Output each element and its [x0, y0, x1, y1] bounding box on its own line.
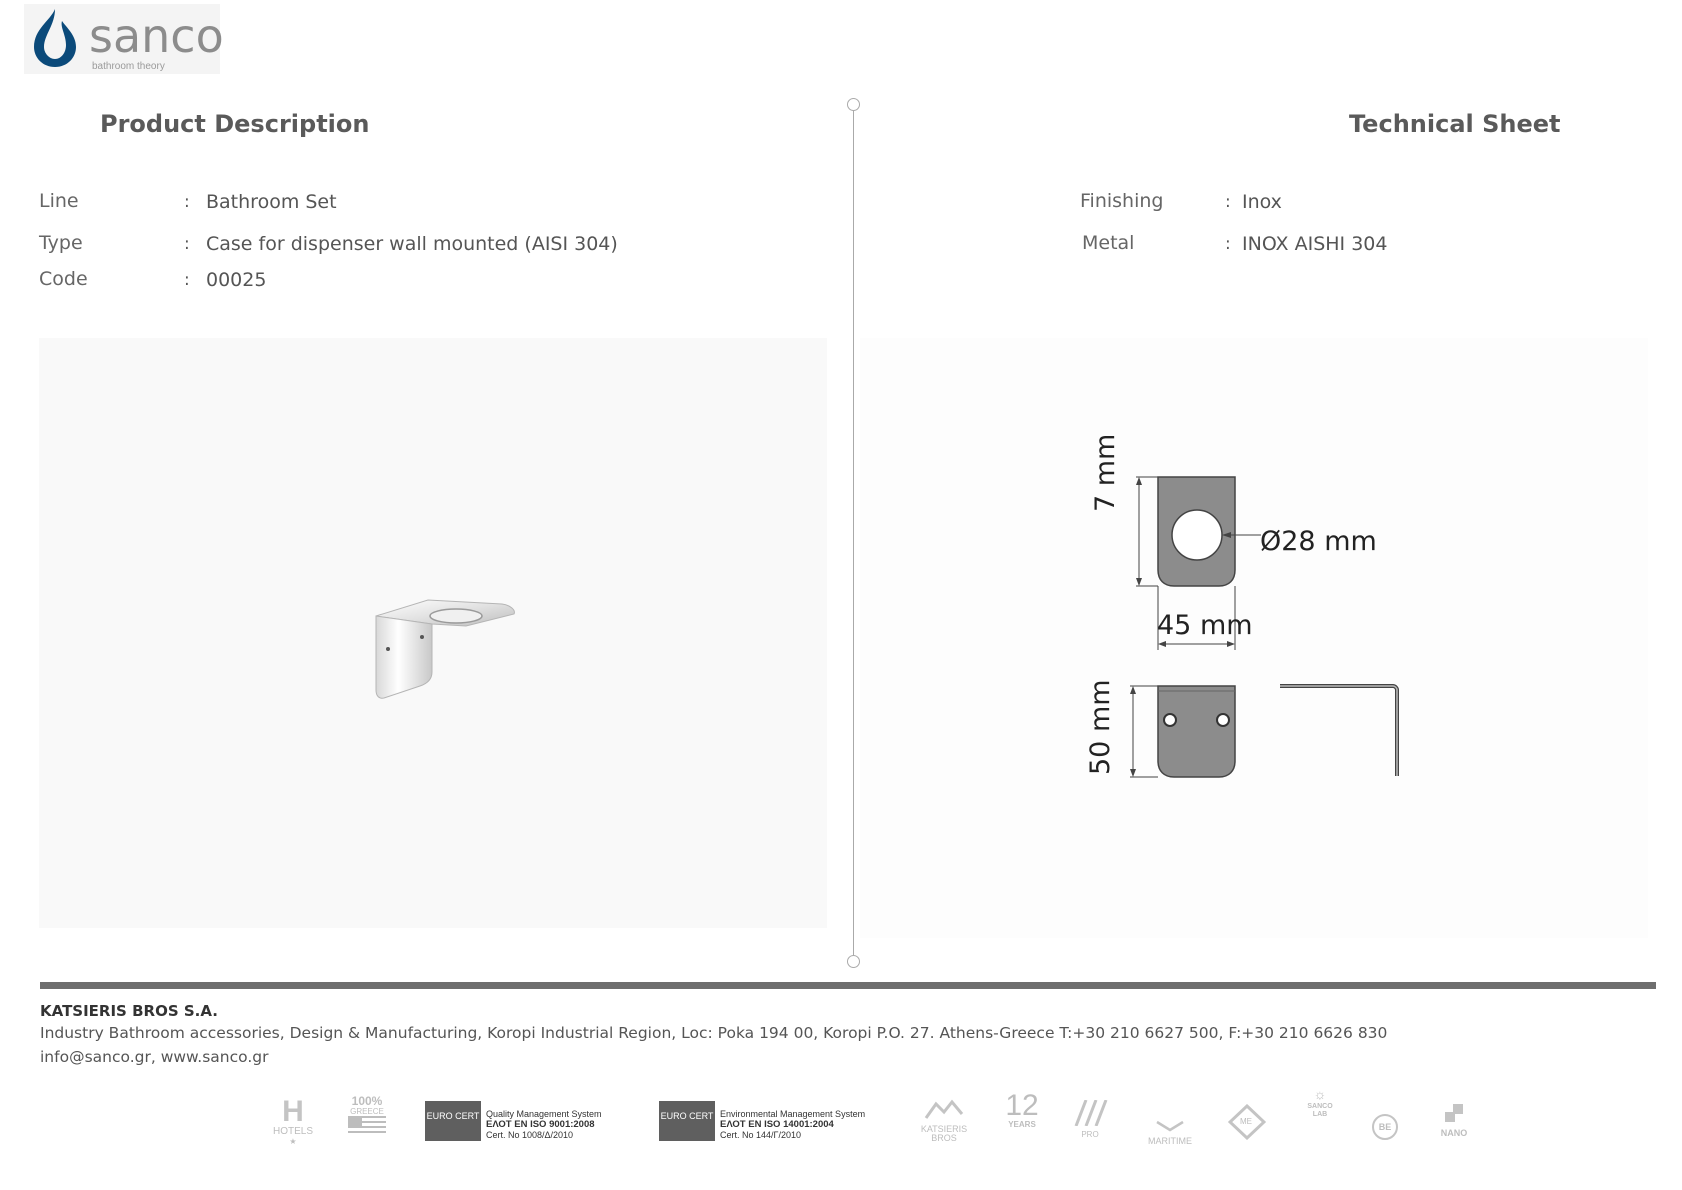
- product-image-panel: [39, 338, 827, 928]
- hotels-h-icon: H: [282, 1095, 304, 1128]
- star-icon: ★: [289, 1137, 297, 1146]
- projects-badge: PRO: [1070, 1099, 1110, 1139]
- diamond-icon: [1227, 1103, 1267, 1141]
- line-value: Bathroom Set: [206, 191, 337, 213]
- code-label: Code: [39, 268, 88, 290]
- sanco-drop-icon: [34, 9, 76, 67]
- colon: :: [1225, 234, 1231, 254]
- drawing-panel: [860, 338, 1648, 938]
- brand-name: sanco: [89, 9, 224, 63]
- euro-cert-logo-text: EURO CERT: [426, 1111, 480, 1121]
- footer-bar: [40, 982, 1656, 989]
- ship-icon: [1156, 1120, 1184, 1132]
- product-photo: [375, 599, 515, 699]
- metal-label: Metal: [1082, 232, 1135, 254]
- cubes-icon: [1445, 1104, 1463, 1122]
- house-icon: [924, 1099, 964, 1119]
- line-label: Line: [39, 190, 79, 212]
- technical-drawing: [1130, 476, 1399, 778]
- company-address: Industry Bathroom accessories, Design & …: [40, 1024, 1388, 1042]
- brand-tagline: bathroom theory: [92, 61, 165, 72]
- slashes-icon: [1074, 1099, 1108, 1127]
- divider-dot-top: [847, 98, 860, 111]
- me-badge: ME: [1227, 1103, 1267, 1145]
- dimension-depth: 50 mm: [1085, 679, 1116, 775]
- lightbulb-icon: ☼: [1313, 1086, 1327, 1102]
- colon: :: [184, 192, 190, 212]
- sanco-lab-badge: ☼ SANCO LAB: [1300, 1085, 1340, 1119]
- divider-dot-bottom: [847, 955, 860, 968]
- colon: :: [184, 270, 190, 290]
- technical-sheet-title: Technical Sheet: [1349, 110, 1561, 138]
- dimension-height: 7 mm: [1090, 433, 1121, 512]
- colon: :: [184, 234, 190, 254]
- colon: :: [1225, 192, 1231, 212]
- type-label: Type: [39, 232, 83, 254]
- type-value: Case for dispenser wall mounted (AISI 30…: [206, 233, 618, 255]
- center-divider: [853, 104, 854, 960]
- euro-cert-logo-text: EURO CERT: [660, 1111, 714, 1121]
- hotels-badge: H HOTELS ★: [268, 1095, 318, 1147]
- made-in-greece-badge: 100% GREECE: [344, 1095, 390, 1141]
- be-badge: BE: [1370, 1114, 1400, 1140]
- finishing-value: Inox: [1242, 191, 1282, 213]
- euro-cert-logo: EURO CERT: [659, 1101, 715, 1141]
- euro-cert-logo: EURO CERT: [425, 1101, 481, 1141]
- finishing-label: Finishing: [1080, 190, 1164, 212]
- maritime-badge: MARITIME: [1145, 1118, 1195, 1146]
- product-description-title: Product Description: [100, 110, 370, 138]
- code-value: 00025: [206, 269, 267, 291]
- years-badge: 12 YEARS: [1005, 1089, 1039, 1130]
- company-contact: info@sanco.gr, www.sanco.gr: [40, 1048, 269, 1066]
- nano-chrome-badge: NANO: [1432, 1104, 1476, 1138]
- metal-value: INOX AISHI 304: [1242, 233, 1388, 255]
- quality-cert-text: Quality Management System ΕΛΟΤ EN ISO 90…: [486, 1109, 602, 1140]
- dimension-diameter: Ø28 mm: [1260, 526, 1377, 557]
- environmental-cert-text: Environmental Management System ΕΛΟΤ EN …: [720, 1109, 866, 1140]
- company-name: KATSIERIS BROS S.A.: [40, 1002, 218, 1020]
- greek-flag-icon: [348, 1116, 386, 1133]
- katsieris-badge: KATSIERIS BROS: [914, 1098, 974, 1143]
- dimension-width: 45 mm: [1157, 610, 1253, 641]
